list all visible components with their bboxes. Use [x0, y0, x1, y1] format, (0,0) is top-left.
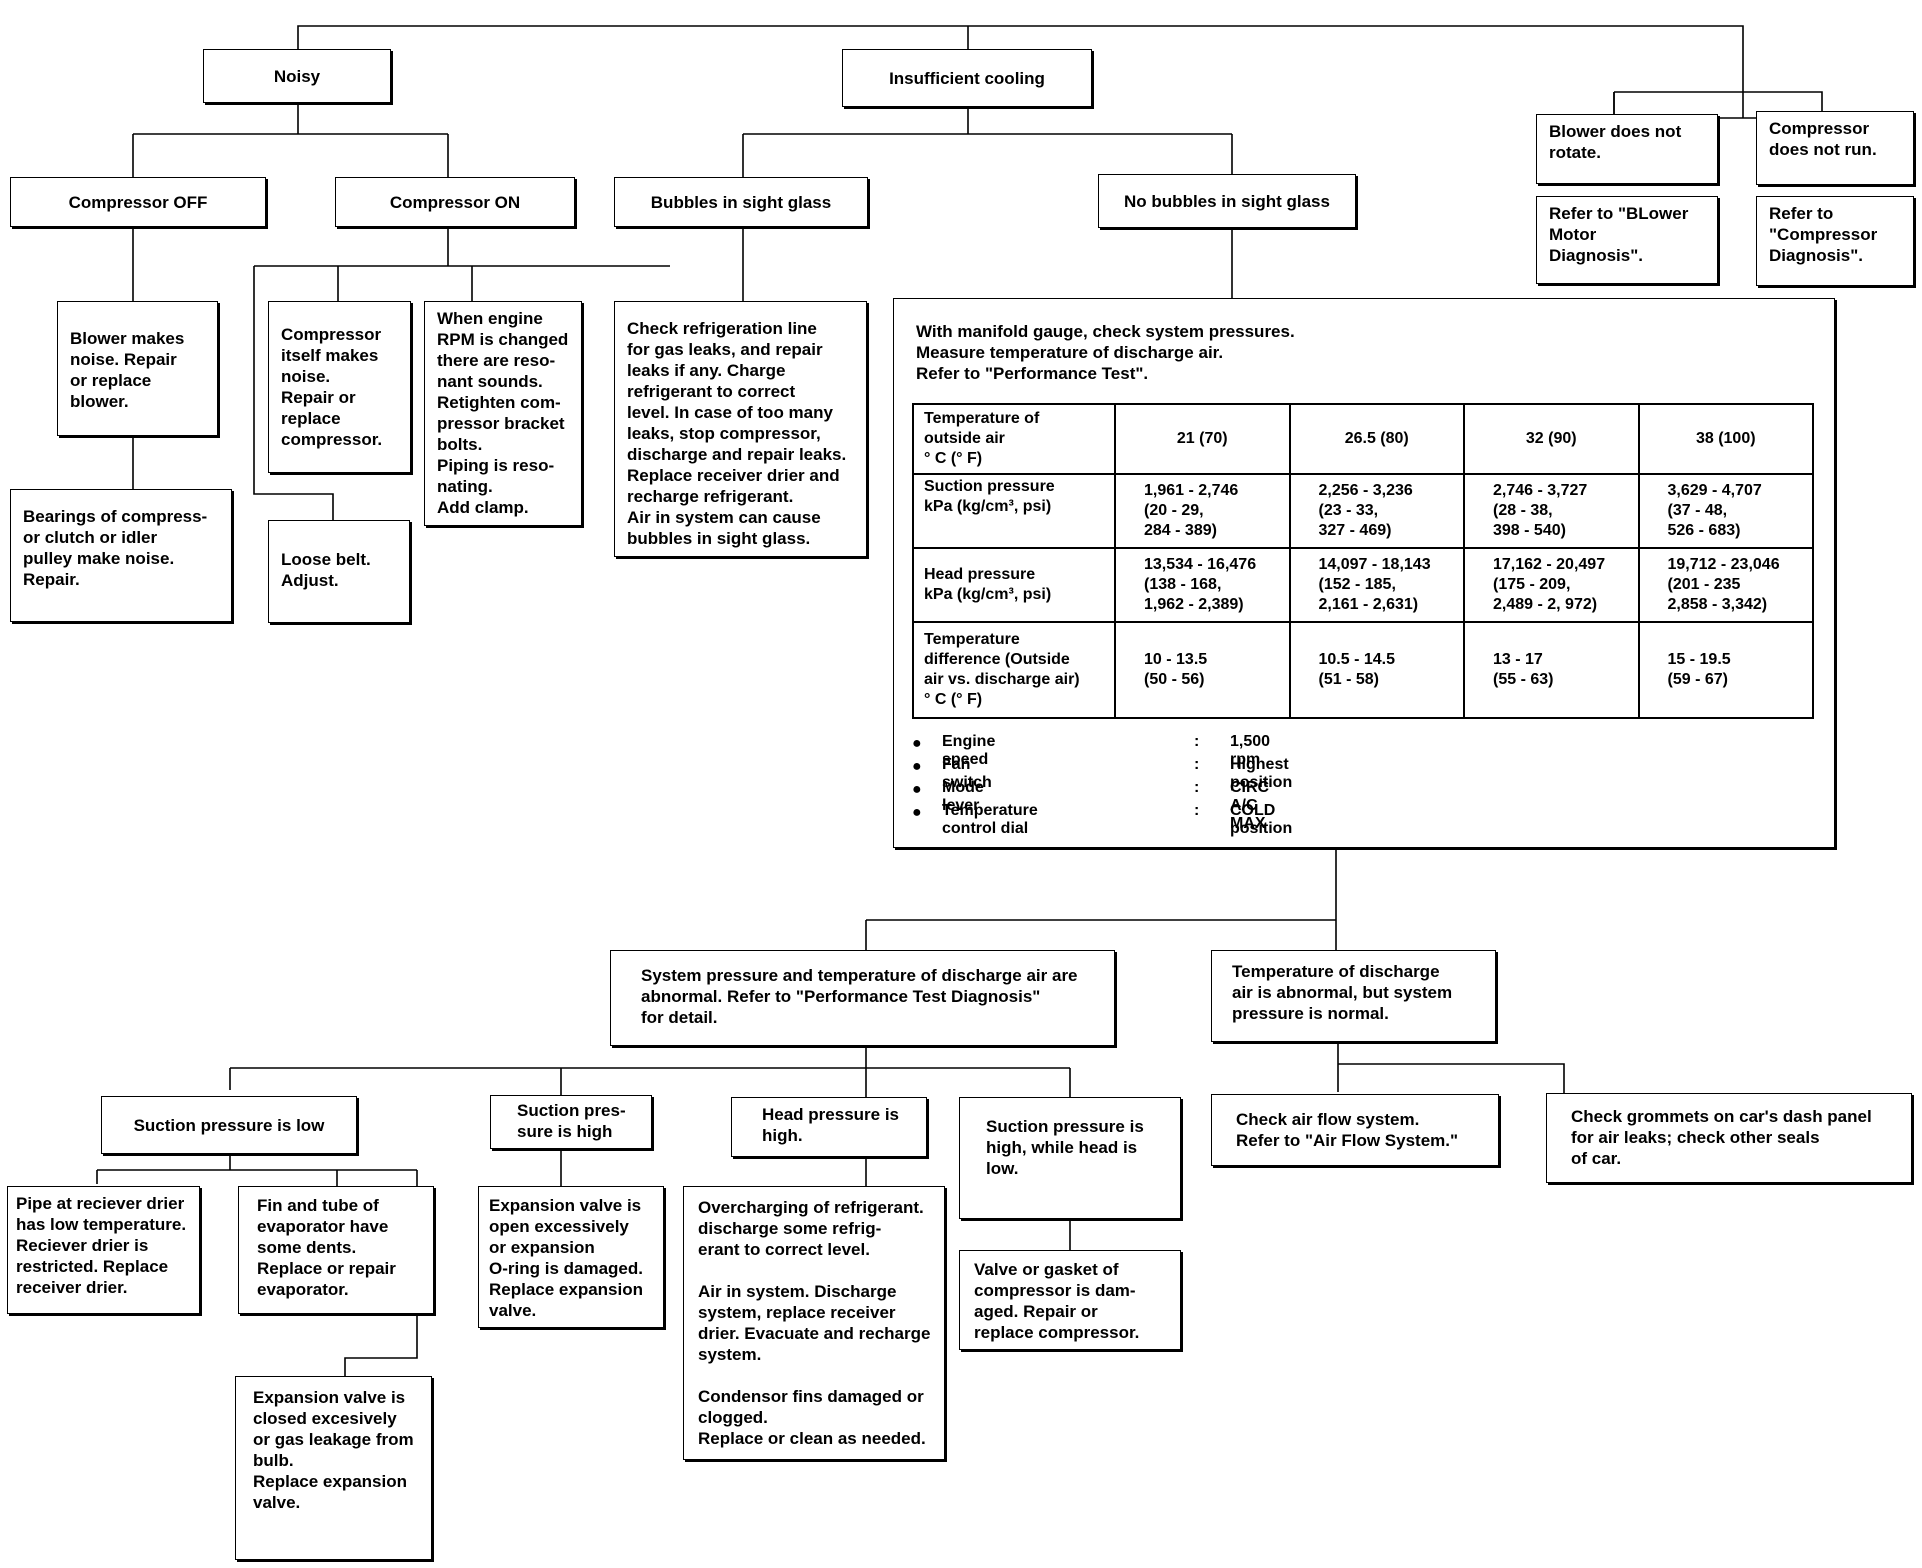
noisy-node: Noisy	[203, 49, 391, 103]
check-airflow-node: Check air flow system. Refer to "Air Flo…	[1211, 1094, 1499, 1166]
table-cell: 14,097 - 18,143 (152 - 185, 2,161 - 2,63…	[1288, 547, 1465, 623]
blower-noise-node: Blower makes noise. Repair or replace bl…	[57, 301, 218, 436]
row-label-suction: Suction pressure kPa (kg/cm³, psi)	[912, 473, 1116, 549]
row-label-head: Head pressure kPa (kg/cm³, psi)	[912, 547, 1116, 623]
condition-name: Fan switch	[942, 756, 992, 791]
valve-gasket-node: Valve or gasket of compressor is dam- ag…	[959, 1250, 1181, 1350]
suction-low-node: Suction pressure is low	[101, 1096, 357, 1154]
condition-name: Temperature control dial	[942, 802, 1038, 837]
row-label-temp-diff: Temperature difference (Outside air vs. …	[912, 621, 1116, 719]
suction-high-node: Suction pres- sure is high	[490, 1095, 652, 1149]
bubbles-node: Bubbles in sight glass	[614, 177, 868, 227]
temp-col-1: 26.5 (80)	[1288, 403, 1465, 475]
compressor-on-node: Compressor ON	[335, 177, 575, 227]
performance-test-panel: With manifold gauge, check system pressu…	[893, 298, 1835, 848]
head-high-node: Head pressure is high.	[731, 1097, 927, 1157]
condition-name: Mode lever	[942, 779, 984, 814]
condition-name: Engine speed	[942, 733, 996, 768]
table-cell: 2,746 - 3,727 (28 - 38, 398 - 540)	[1463, 473, 1640, 549]
bullet-icon: ●	[912, 804, 922, 821]
abnormal-both-node: System pressure and temperature of disch…	[610, 950, 1115, 1046]
condition-colon: :	[1194, 779, 1200, 796]
temp-col-0: 21 (70)	[1114, 403, 1291, 475]
suction-high-head-low-node: Suction pressure is high, while head is …	[959, 1097, 1181, 1219]
expansion-open-node: Expansion valve is open excessively or e…	[478, 1186, 664, 1328]
bearings-node: Bearings of compress- or clutch or idler…	[10, 489, 232, 622]
loose-belt-node: Loose belt. Adjust.	[268, 520, 410, 623]
table-cell: 19,712 - 23,046 (201 - 235 2,858 - 3,342…	[1637, 547, 1814, 623]
table-cell: 13,534 - 16,476 (138 - 168, 1,962 - 2,38…	[1114, 547, 1291, 623]
overcharging-node: Overcharging of refrigerant. discharge s…	[683, 1186, 945, 1460]
table-cell: 15 - 19.5 (59 - 67)	[1637, 621, 1814, 719]
table-cell: 17,162 - 20,497 (175 - 209, 2,489 - 2, 9…	[1463, 547, 1640, 623]
table-header-label: Temperature of outside air ° C (° F)	[912, 403, 1116, 475]
condition-value: 1,500 rpm	[1230, 733, 1271, 768]
bullet-icon: ●	[912, 735, 922, 752]
condition-value: Highest position	[1230, 756, 1293, 791]
refer-compressor-node: Refer to "Compressor Diagnosis".	[1756, 196, 1914, 286]
condition-colon: :	[1194, 733, 1200, 750]
abnormal-temp-node: Temperature of discharge air is abnormal…	[1211, 950, 1496, 1042]
condition-colon: :	[1194, 756, 1200, 773]
compressor-not-run-node: Compressor does not run.	[1756, 111, 1914, 185]
engine-rpm-node: When engine RPM is changed there are res…	[424, 301, 582, 526]
no-bubbles-node: No bubbles in sight glass	[1098, 174, 1356, 228]
expansion-closed-node: Expansion valve is closed excesively or …	[235, 1376, 432, 1560]
compressor-off-node: Compressor OFF	[10, 177, 266, 227]
temp-col-2: 32 (90)	[1463, 403, 1640, 475]
check-grommets-node: Check grommets on car's dash panel for a…	[1546, 1093, 1912, 1183]
check-refrigeration-node: Check refrigeration line for gas leaks, …	[614, 301, 867, 557]
pipe-receiver-node: Pipe at reciever drier has low temperatu…	[7, 1186, 200, 1314]
table-cell: 10 - 13.5 (50 - 56)	[1114, 621, 1291, 719]
blower-not-rotate-node: Blower does not rotate.	[1536, 114, 1718, 184]
table-cell: 2,256 - 3,236 (23 - 33, 327 - 469)	[1288, 473, 1465, 549]
bullet-icon: ●	[912, 781, 922, 798]
condition-value: COLD position	[1230, 802, 1293, 837]
performance-table: Temperature of outside air ° C (° F) 21 …	[912, 403, 1814, 719]
insufficient-cooling-node: Insufficient cooling	[842, 49, 1092, 107]
condition-colon: :	[1194, 802, 1200, 819]
performance-test-intro: With manifold gauge, check system pressu…	[916, 322, 1295, 383]
condition-value: CIRC A/C MAX	[1230, 779, 1270, 832]
table-cell: 10.5 - 14.5 (51 - 58)	[1288, 621, 1465, 719]
table-cell: 1,961 - 2,746 (20 - 29, 284 - 389)	[1114, 473, 1291, 549]
table-cell: 3,629 - 4,707 (37 - 48, 526 - 683)	[1637, 473, 1814, 549]
fin-tube-node: Fin and tube of evaporator have some den…	[238, 1186, 434, 1314]
temp-col-3: 38 (100)	[1637, 403, 1814, 475]
compressor-noise-node: Compressor itself makes noise. Repair or…	[268, 301, 411, 473]
table-cell: 13 - 17 (55 - 63)	[1463, 621, 1640, 719]
refer-blower-node: Refer to "BLower Motor Diagnosis".	[1536, 196, 1718, 284]
bullet-icon: ●	[912, 758, 922, 775]
